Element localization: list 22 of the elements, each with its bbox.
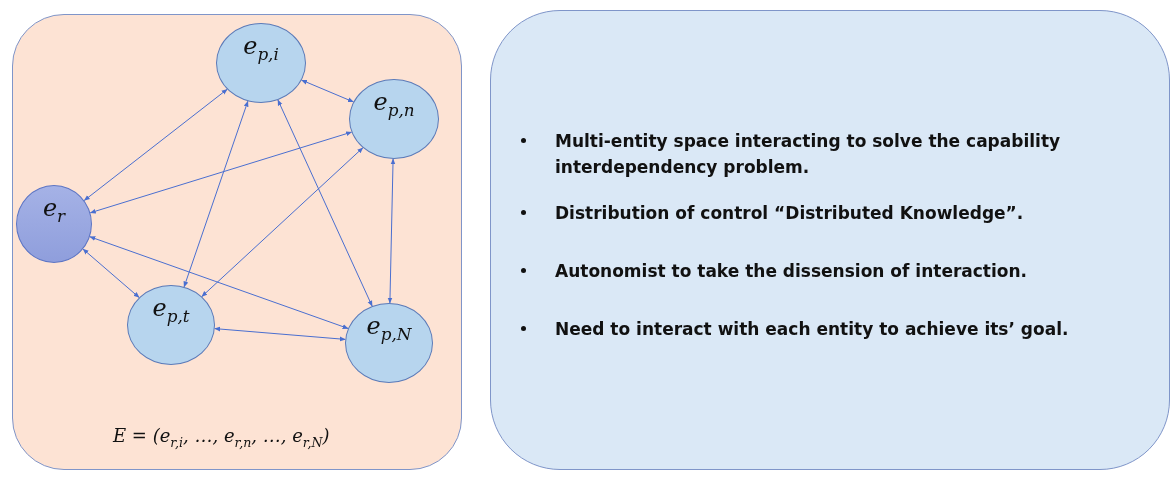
formula-text: E = (e$_{r,i}$, …, e$_{r,n}$, …, e$_{r,N}$) [113,425,330,450]
arrow [214,326,346,342]
arrow [277,99,373,307]
bullet-text: Distribution of control “Distributed Knowledge”. [555,202,1025,225]
math-label: e$_{p,t}$ [151,294,191,326]
arrow [89,131,353,214]
arrow [89,236,349,329]
math-label: e$_{p,i}$ [242,32,280,64]
arrow [301,79,354,103]
arrow [83,88,228,201]
arrow [387,158,396,304]
arrow [82,248,140,298]
bullet-text: Autonomist to take the dissension of interaction. [555,260,1029,283]
rounded-panel [12,14,462,470]
arrow [183,100,249,288]
bullet-text: Need to interact with each entity to achieve its’ goal. [555,318,1070,341]
arrow [201,147,364,297]
rounded-panel [490,10,1170,470]
math-label: e$_{r}$ [41,194,67,226]
bullet-text: Multi-entity space interacting to solve the capability interdependency problem. [555,130,1062,179]
math-label: e$_{p,N}$ [365,312,413,344]
math-label: e$_{p,n}$ [372,88,416,120]
